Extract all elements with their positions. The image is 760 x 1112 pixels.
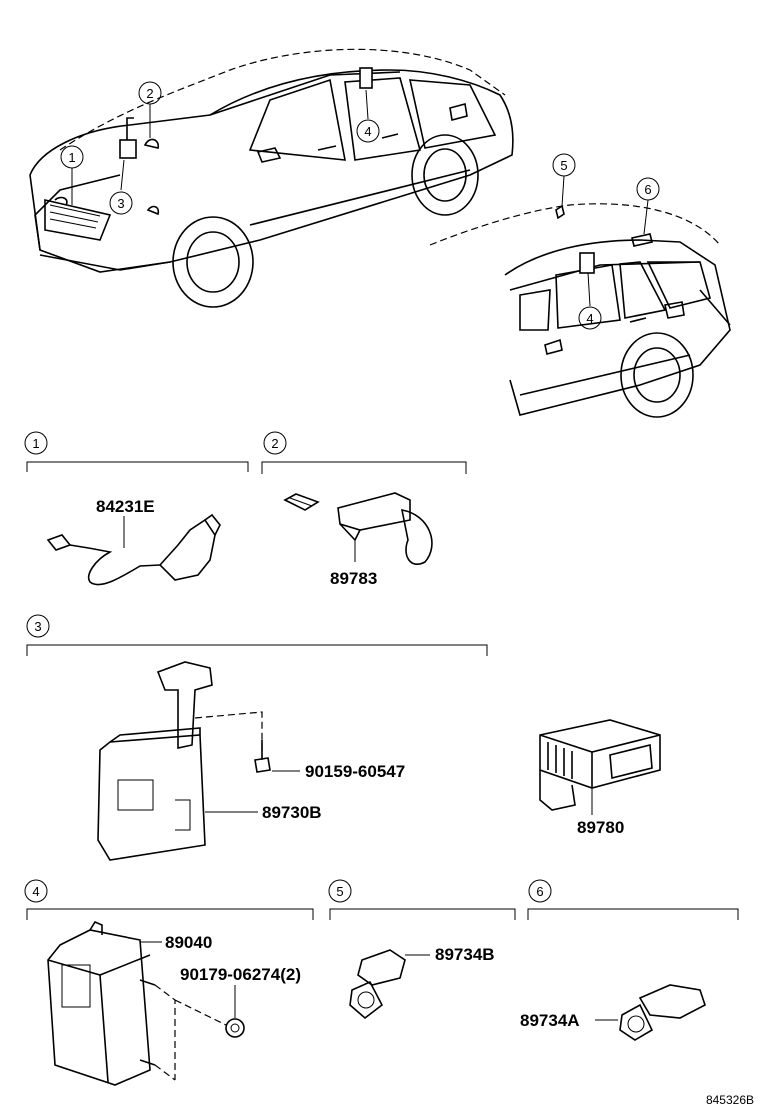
part-89783: 89783: [330, 569, 377, 588]
section-2: 2 89783: [261, 431, 467, 588]
svg-text:3: 3: [117, 196, 124, 211]
svg-text:6: 6: [644, 182, 651, 197]
part-89780: 89780: [577, 818, 624, 837]
svg-text:5: 5: [560, 158, 567, 173]
svg-text:4: 4: [364, 124, 371, 139]
section-1-number: 1: [32, 436, 39, 451]
section-6: 6 89734A: [520, 879, 739, 1041]
part-89730B: 89730B: [262, 803, 322, 822]
part-89734B: 89734B: [435, 945, 495, 964]
svg-text:2: 2: [146, 86, 153, 101]
callout-6: 6: [636, 177, 660, 201]
part-89734A: 89734A: [520, 1011, 580, 1030]
callout-4-wagon: 4: [578, 306, 602, 330]
section-4-number: 4: [32, 884, 39, 899]
svg-text:1: 1: [68, 150, 75, 165]
section-6-number: 6: [536, 884, 543, 899]
callout-1: 1: [60, 145, 84, 169]
callout-5: 5: [552, 153, 576, 177]
wagon-illustration: [429, 203, 731, 418]
diagram-reference-code: 845326B: [706, 1093, 754, 1107]
callout-4-sedan: 4: [356, 119, 380, 143]
section-1: 1 84231E: [24, 431, 249, 586]
part-90179-06274: 90179-06274(2): [180, 965, 301, 984]
callout-2: 2: [138, 81, 162, 105]
section-3: 3 90159-60547 89730B 89780: [26, 614, 661, 861]
part-89040: 89040: [165, 933, 212, 952]
section-3-number: 3: [34, 619, 41, 634]
svg-text:4: 4: [586, 311, 593, 326]
callout-3: 3: [109, 191, 133, 215]
part-90159-60547: 90159-60547: [305, 762, 405, 781]
section-2-number: 2: [271, 436, 278, 451]
sedan-illustration: [29, 48, 514, 308]
section-5-number: 5: [336, 884, 343, 899]
section-4: 4 89040 90179-06274(2): [24, 879, 314, 1086]
part-84231E: 84231E: [96, 497, 155, 516]
section-5: 5 89734B: [328, 879, 516, 1020]
